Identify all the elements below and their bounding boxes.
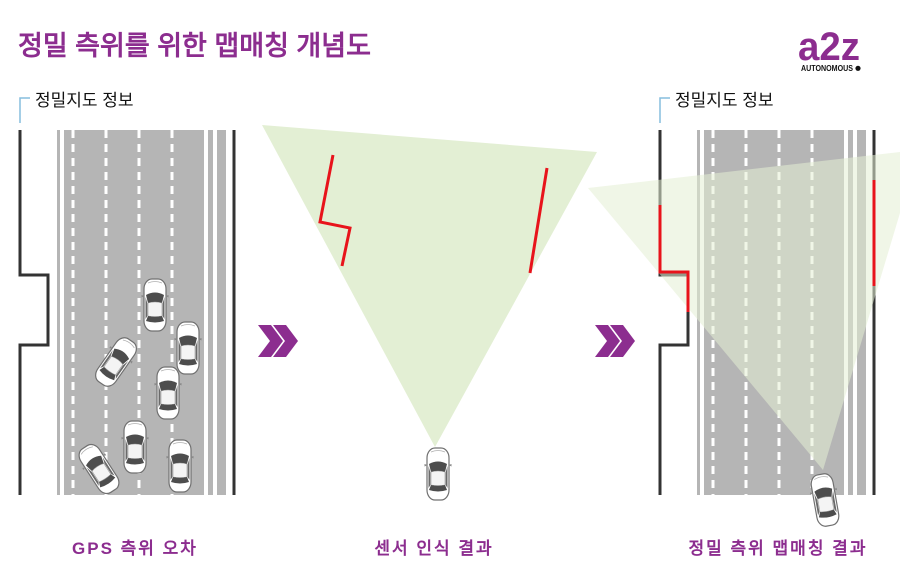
lane-line-solid — [204, 130, 208, 495]
map-label-bracket — [659, 97, 670, 123]
logo-dot — [855, 65, 861, 71]
map-label: 정밀지도 정보 — [675, 91, 774, 110]
panel-caption: 센서 인식 결과 — [374, 539, 493, 558]
car-icon — [120, 420, 150, 474]
matched-lane-line-left — [658, 205, 690, 312]
panel-map-matching-result: 정밀지도 정보 정밀 측위 맵매칭 결과 — [588, 91, 900, 558]
chevron-shape — [258, 325, 283, 357]
panel-caption: 정밀 측위 맵매칭 결과 — [689, 538, 868, 558]
map-label: 정밀지도 정보 — [35, 91, 134, 110]
brand-logo: a2z AUTONOMOUS — [798, 25, 861, 73]
page-title: 정밀 측위를 위한 맵매칭 개념도 — [18, 31, 371, 61]
car-icon — [140, 278, 170, 332]
chevron-shape — [595, 325, 620, 357]
panel-sensor-detection: 센서 인식 결과 — [262, 125, 597, 558]
map-label-bracket — [19, 97, 30, 123]
car-icon — [423, 447, 453, 501]
chevron-shape — [610, 325, 635, 357]
car-icon — [173, 321, 203, 375]
chevron-shape — [273, 325, 298, 357]
road-edge-left — [18, 130, 50, 495]
detected-lane-line-left — [318, 154, 352, 267]
car-icon — [153, 366, 183, 420]
car-icon — [165, 439, 195, 493]
detected-lane-line-right — [528, 167, 549, 274]
double-chevron-right-icon — [258, 325, 298, 357]
logo-tagline: AUTONOMOUS — [801, 64, 854, 73]
logo-mark: a2z — [798, 25, 860, 69]
sensor-field-of-view-aligned — [588, 152, 900, 470]
lane-line-solid — [213, 130, 217, 495]
panel-gps-error: 정밀지도 정보 GPS 측위 오차 — [18, 91, 236, 558]
sensor-field-of-view — [262, 125, 597, 447]
double-chevron-right-icon — [595, 325, 635, 357]
lane-line-solid — [60, 130, 64, 495]
panel-caption: GPS 측위 오차 — [72, 539, 198, 558]
